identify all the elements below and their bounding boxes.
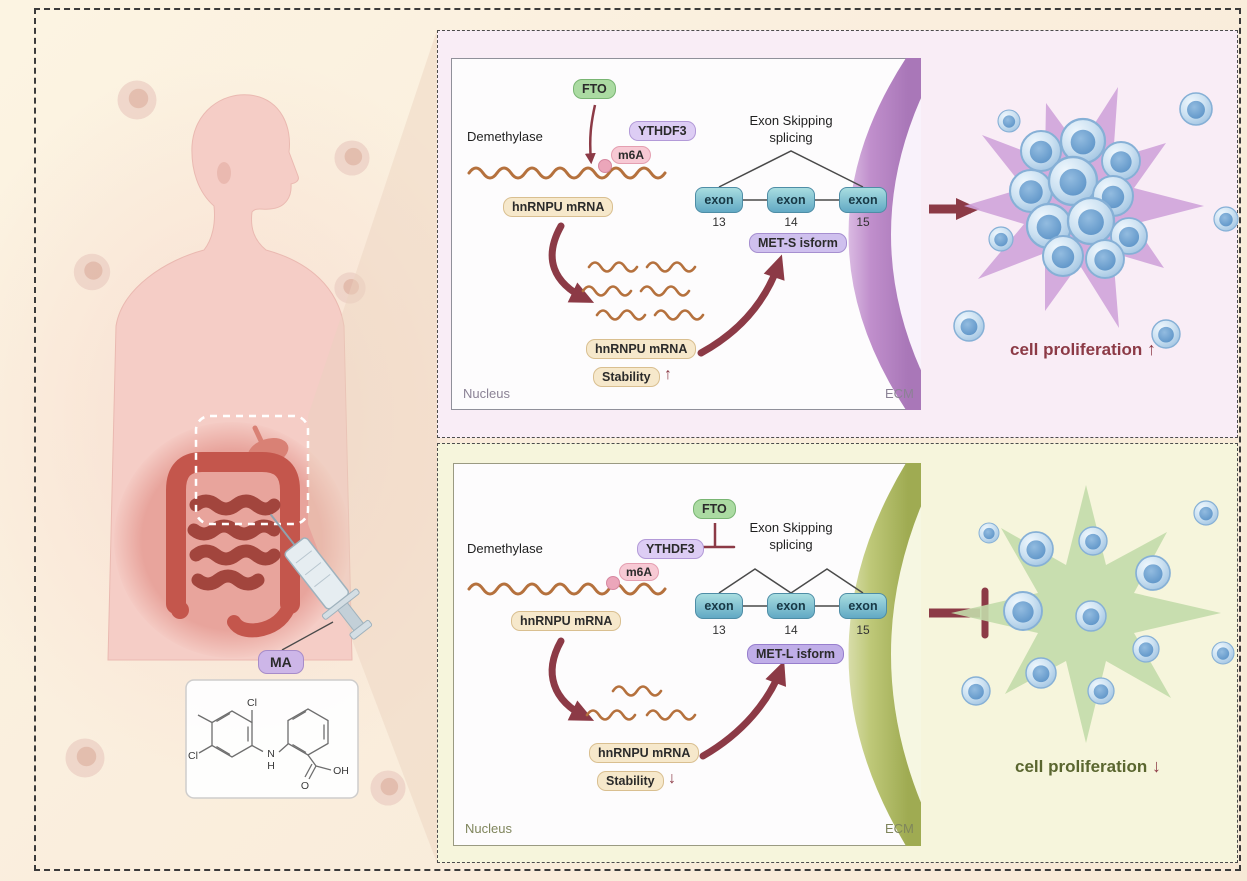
- cell-proliferation-text: cell proliferation ↓: [943, 756, 1233, 777]
- demethylase-text: Demethylase: [467, 541, 543, 556]
- proliferation-down-arrow: ↓: [1151, 756, 1161, 776]
- cell-proliferation-text: cell proliferation ↑: [938, 339, 1228, 360]
- zoom-cone: [308, 30, 437, 863]
- chem-label-cl-top: Cl: [247, 697, 257, 709]
- ecm-text: ECM: [885, 821, 914, 836]
- hnrnpu-mrna-label-2: hnRNPU mRNA: [586, 339, 697, 359]
- mrna-increase-arrow: [548, 222, 595, 303]
- proliferation-up-arrow: ↑: [1146, 339, 1156, 359]
- fto-demethylase-arrow: [584, 104, 597, 165]
- exon-number-15: 15: [856, 215, 870, 229]
- exon-box-13: exon: [695, 593, 743, 619]
- cecum-shape: [171, 601, 189, 619]
- exon-box-14: exon: [767, 593, 815, 619]
- exon-box-15: exon: [839, 187, 887, 213]
- m6a-label: m6A: [611, 146, 652, 164]
- exon-skip-junction-lines: [718, 150, 864, 201]
- fto-label: FTO: [693, 499, 736, 519]
- syringe-icon: [269, 513, 373, 640]
- ma-connector-line: [281, 621, 334, 651]
- rectum-shape: [227, 597, 297, 638]
- mrna-strand: [467, 166, 667, 180]
- chem-label-o: O: [301, 780, 309, 792]
- ecm-text: ECM: [885, 386, 914, 401]
- m6a-mark-dot: [598, 159, 612, 173]
- mrna-fragments: [585, 685, 697, 721]
- chem-bonds: [197, 708, 332, 780]
- mrna-strand: [467, 582, 667, 596]
- tumor-suppression-panel: FTO Demethylase YTHDF3 m6A hnRNPU mRNA h…: [437, 443, 1238, 863]
- met-l-isoform-label: MET-L isform: [747, 644, 844, 664]
- hnrnpu-mrna-label: hnRNPU mRNA: [503, 197, 614, 217]
- cell-proliferation-label: cell proliferation: [1015, 757, 1148, 776]
- m6a-label: m6A: [619, 563, 660, 581]
- demethylase-text: Demethylase: [467, 129, 543, 144]
- ma-label: MA: [258, 650, 304, 674]
- arrows-group: [548, 104, 980, 357]
- membrane-crescent: [848, 463, 921, 846]
- top-panel-art: [467, 58, 1239, 410]
- met-s-isoform-label: MET-S isform: [749, 233, 847, 253]
- ecm-region: [891, 506, 921, 803]
- ecm-region: [891, 98, 921, 371]
- exon-number-14: 14: [784, 215, 798, 229]
- exon-box-14: exon: [767, 187, 815, 213]
- chem-label-cl-bottom: Cl: [188, 750, 198, 762]
- exon-number-14: 14: [784, 623, 798, 637]
- esophagus-shape: [252, 425, 265, 446]
- chem-label-oh: OH: [333, 765, 349, 777]
- ythdf3-label: YTHDF3: [629, 121, 696, 141]
- splicing-text: splicing: [769, 130, 813, 145]
- intestine-illustration: [166, 425, 300, 638]
- small-intestine: [187, 494, 281, 591]
- m6a-mark-dot: [606, 576, 620, 590]
- nucleus-text: Nucleus: [465, 821, 512, 836]
- stability-up-arrow: ↑: [664, 366, 672, 383]
- nucleus-text: Nucleus: [463, 386, 510, 401]
- membrane-crescent: [848, 58, 921, 410]
- bottom-panel-art: [467, 463, 1235, 846]
- ear-shape: [217, 162, 231, 184]
- cell-proliferation-label: cell proliferation: [1010, 340, 1143, 359]
- stability-label: Stability: [593, 367, 660, 387]
- tumor-promotion-panel: FTO Demethylase YTHDF3 m6A hnRNPU mRNA h…: [437, 30, 1239, 438]
- ma-chemical-structure: Cl Cl N H O OH: [185, 679, 359, 799]
- exon-number-13: 13: [712, 623, 726, 637]
- exon-skipping-text: Exon Skipping: [749, 520, 833, 535]
- splicing-arrow: [699, 660, 787, 760]
- mrna-decrease-arrow: [548, 637, 595, 721]
- chem-label-h: H: [267, 760, 275, 772]
- mrna-fragments: [581, 261, 705, 321]
- fto-label: FTO: [573, 79, 616, 99]
- splicing-text: splicing: [769, 537, 813, 552]
- splicing-arrow: [697, 254, 785, 357]
- exon-inclusion-junction-lines: [718, 568, 864, 607]
- hnrnpu-mrna-label-2: hnRNPU mRNA: [589, 743, 700, 763]
- hnrnpu-mrna-label: hnRNPU mRNA: [511, 611, 622, 631]
- colon-shape: [166, 452, 300, 614]
- ythdf3-label: YTHDF3: [637, 539, 704, 559]
- chem-label-n: N: [267, 748, 275, 760]
- stability-label: Stability: [597, 771, 664, 791]
- stability-down-arrow: ↓: [668, 770, 676, 787]
- exon-number-13: 13: [712, 215, 726, 229]
- exon-box-15: exon: [839, 593, 887, 619]
- target-region-dashed-box: [194, 414, 310, 526]
- exon-box-13: exon: [695, 187, 743, 213]
- exon-number-15: 15: [856, 623, 870, 637]
- exon-skipping-text: Exon Skipping: [749, 113, 833, 128]
